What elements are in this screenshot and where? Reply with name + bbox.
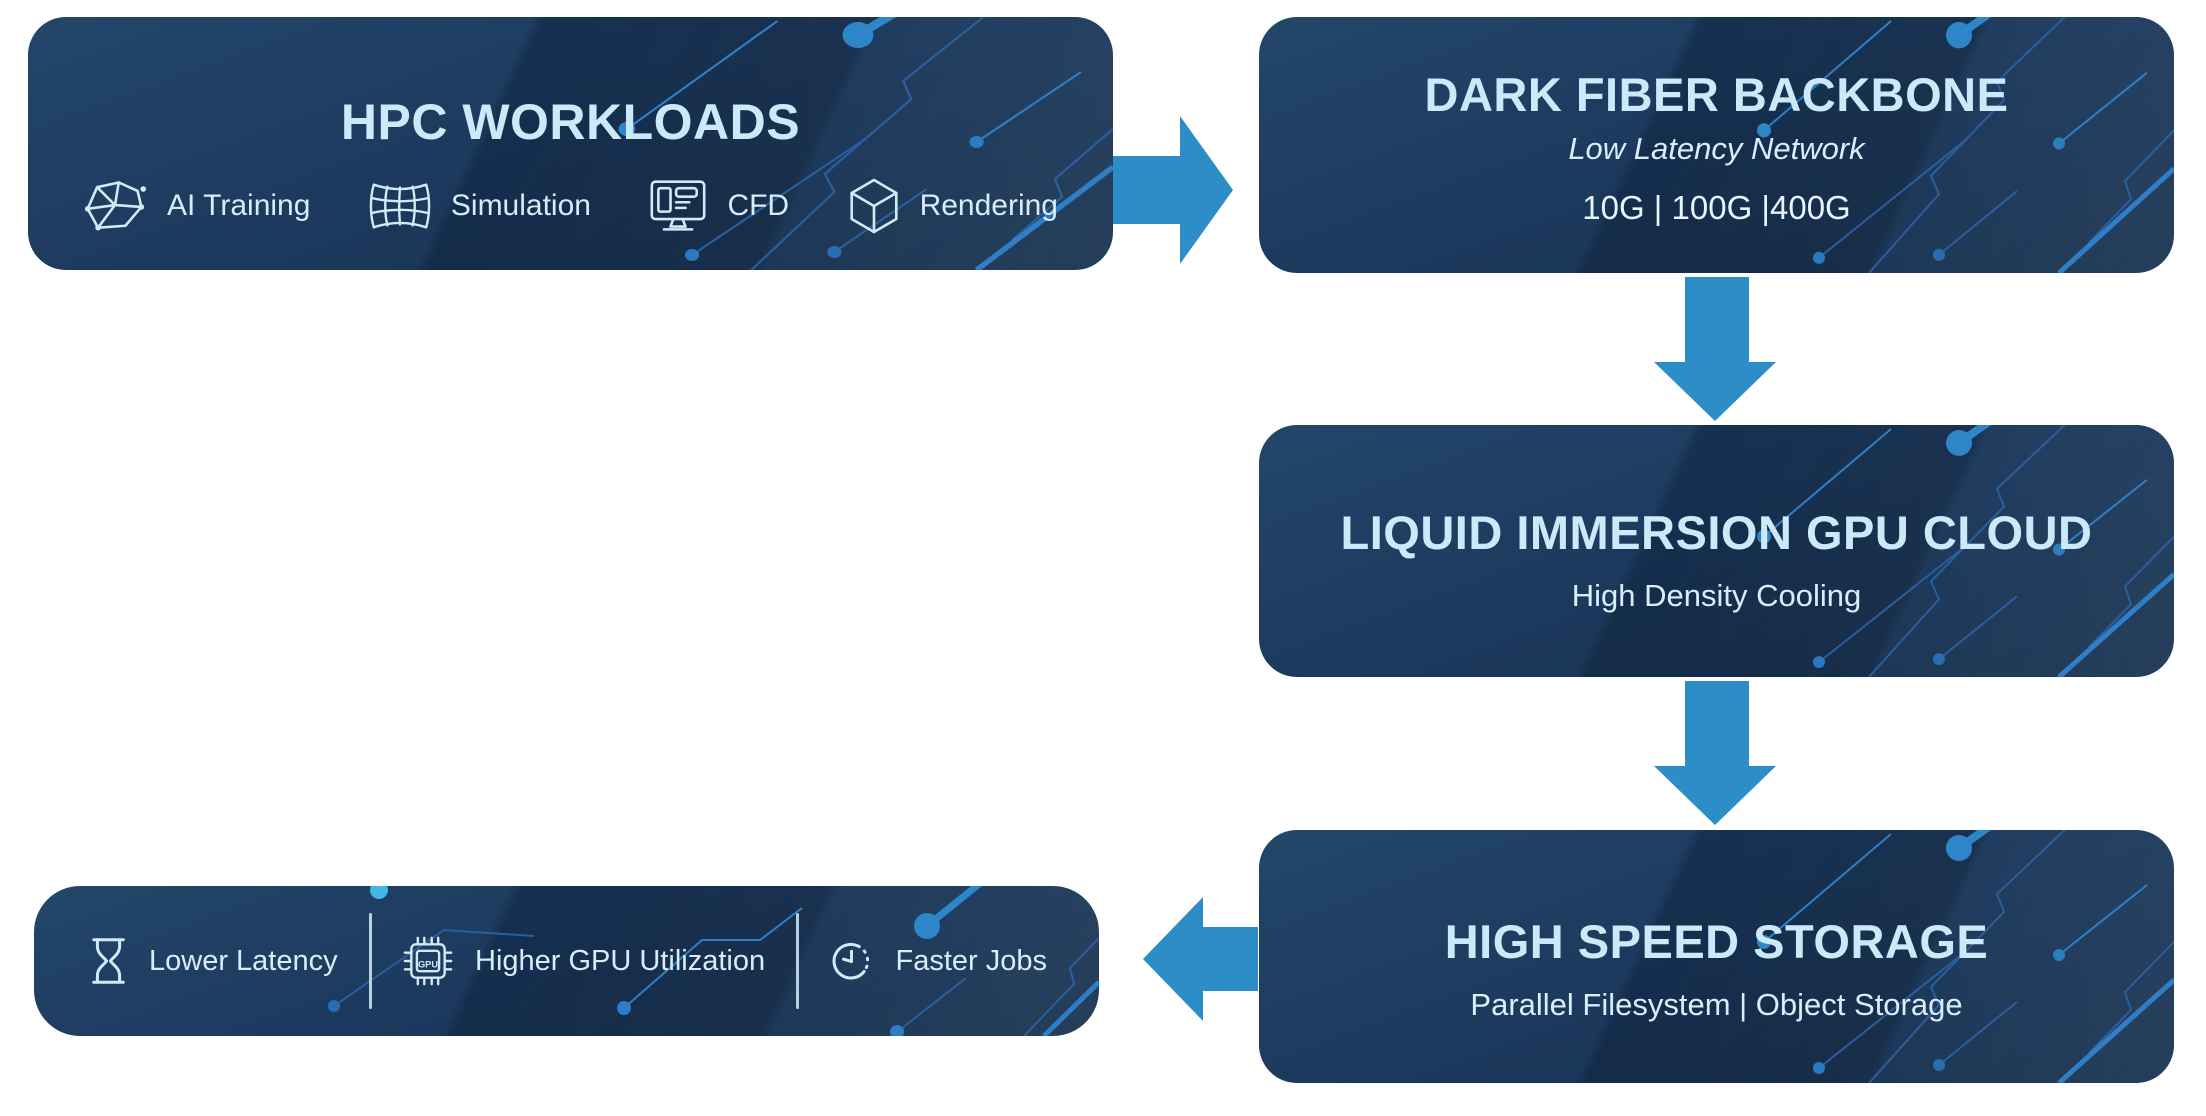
liquid-immersion-gpu-cloud-box: LIQUID IMMERSION GPU CLOUD High Density … <box>1259 425 2174 677</box>
gpu-chip-icon: GPU <box>403 936 453 986</box>
arrow-backbone-to-gpu-cloud <box>1654 277 1776 421</box>
storage-title: HIGH SPEED STORAGE <box>1444 915 1989 968</box>
storage-subtitle: Parallel Filesystem | Object Storage <box>1470 986 1963 1022</box>
arrow-workloads-to-backbone <box>1113 116 1233 264</box>
dark-fiber-backbone-title: DARK FIBER BACKBONE <box>1424 68 2009 121</box>
workload-item-rendering: Rendering <box>848 176 1058 236</box>
gpu-chip-text: GPU <box>418 960 438 970</box>
workload-label: Simulation <box>450 189 591 222</box>
workload-label: CFD <box>727 189 790 222</box>
high-speed-storage-box: HIGH SPEED STORAGE Parallel Filesystem |… <box>1259 830 2174 1083</box>
backbone-speeds: 10G | 100G |400G <box>1582 188 1851 226</box>
divider <box>796 913 800 1009</box>
rendering-icon <box>848 176 900 236</box>
gpu-cloud-subtitle: High Density Cooling <box>1571 577 1862 613</box>
simulation-icon <box>369 180 431 232</box>
workload-items-row: AI Training Simulation <box>28 176 1113 236</box>
gpu-cloud-title: LIQUID IMMERSION GPU CLOUD <box>1340 506 2093 559</box>
workload-label: Rendering <box>919 189 1058 222</box>
ai-training-icon <box>84 178 147 231</box>
benefits-bar: Lower Latency GPU Higher GPU Utilization <box>34 886 1099 1036</box>
workload-label: AI Training <box>167 189 311 222</box>
benefit-item-faster-jobs: Faster Jobs <box>830 940 1047 983</box>
backbone-subtitle: Low Latency Network <box>1568 130 1865 166</box>
arrow-gpu-cloud-to-storage <box>1654 681 1776 825</box>
workload-item-ai-training: AI Training <box>83 178 310 234</box>
benefit-label: Faster Jobs <box>895 944 1047 977</box>
benefit-label: Higher GPU Utilization <box>475 944 766 977</box>
workload-item-simulation: Simulation <box>369 180 591 232</box>
workload-item-cfd: CFD <box>649 178 789 234</box>
cfd-icon <box>649 178 707 234</box>
benefit-label: Lower Latency <box>149 944 338 977</box>
dark-fiber-backbone-box: DARK FIBER BACKBONE Low Latency Network … <box>1259 17 2174 273</box>
arrow-storage-to-benefits <box>1143 897 1258 1021</box>
clock-icon <box>830 940 873 983</box>
hourglass-icon <box>90 936 127 986</box>
divider <box>368 913 372 1009</box>
hpc-workloads-title: HPC WORKLOADS <box>340 94 801 150</box>
hpc-workloads-box: HPC WORKLOADS AI Training <box>28 17 1113 270</box>
benefit-item-lower-latency: Lower Latency <box>90 936 338 986</box>
benefit-item-gpu-utilization: GPU Higher GPU Utilization <box>403 936 765 986</box>
